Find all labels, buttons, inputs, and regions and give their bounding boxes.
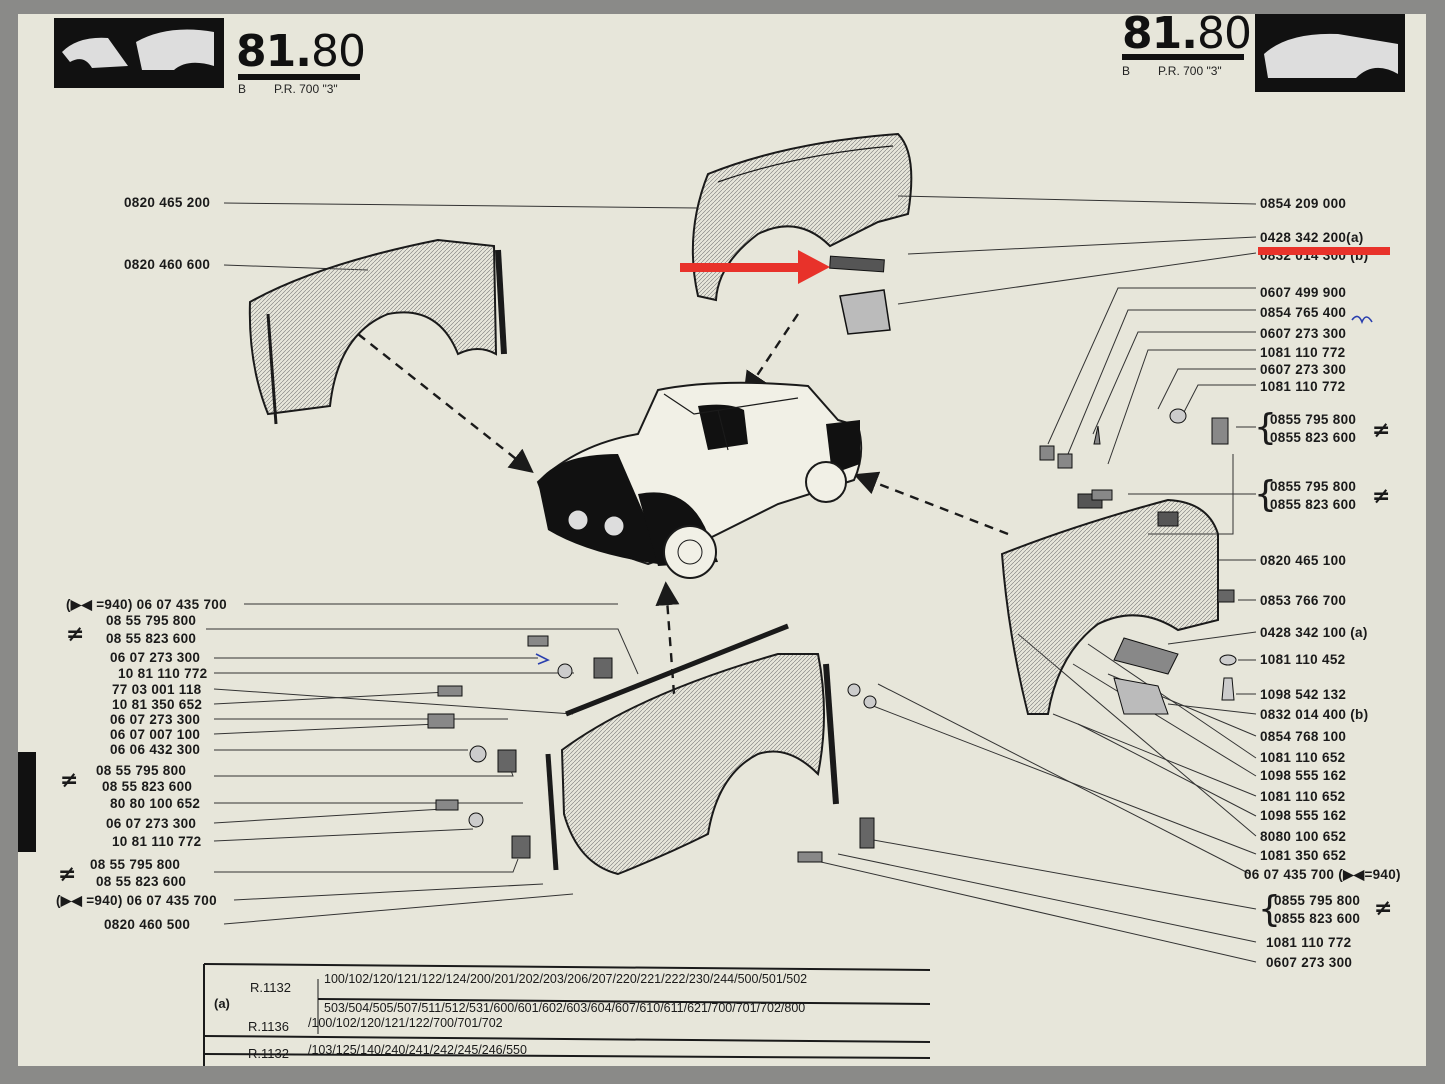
- red-arrow-head: [798, 250, 830, 284]
- part-label: 0428 342 100 (a): [1260, 625, 1368, 640]
- header-rule-left: [238, 74, 360, 80]
- red-arrow-shaft: [680, 263, 810, 272]
- part-label: 0607 273 300: [1260, 326, 1347, 341]
- car-drawing: [536, 381, 863, 579]
- part-label: 1081 110 772: [1266, 935, 1352, 950]
- part-label: 0820 460 500: [104, 917, 191, 932]
- header-model-left: P.R. 700 "3": [274, 82, 338, 96]
- part-label: 0820 465 200: [124, 195, 211, 210]
- part-label: 0853 766 700: [1260, 593, 1347, 608]
- table-variants: /103/125/140/240/241/242/245/246/550: [308, 1043, 527, 1057]
- part-label: 0855 795 800: [1270, 412, 1357, 427]
- part-label: 06 07 435 700 (▶◀=940): [1244, 867, 1401, 882]
- not-equal-symbol: ≠: [1374, 896, 1393, 921]
- part-label: 1098 542 132: [1260, 687, 1347, 702]
- part-label: 0820 465 100: [1260, 553, 1347, 568]
- table-variants: 503/504/505/507/511/512/531/600/601/602/…: [324, 1001, 806, 1015]
- part-label: 77 03 001 118: [112, 682, 202, 697]
- part-label: 0607 499 900: [1260, 285, 1347, 300]
- red-annotation: [680, 247, 1390, 284]
- table-note-a: (a): [214, 996, 230, 1011]
- part-label: 0855 795 800: [1270, 479, 1357, 494]
- part-label: 0428 342 200(a): [1260, 230, 1364, 245]
- part-label: 1098 555 162: [1260, 768, 1347, 783]
- part-label: 0820 460 600: [124, 257, 211, 272]
- part-label: 1081 110 652: [1260, 750, 1346, 765]
- table-model: R.1132: [250, 980, 291, 995]
- part-label: (▶◀ =940) 06 07 435 700: [56, 893, 217, 908]
- part-label: 1081 110 652: [1260, 789, 1346, 804]
- not-equal-symbol: ≠: [1372, 484, 1391, 509]
- part-label: (▶◀ =940) 06 07 435 700: [66, 597, 227, 612]
- table-model: R.1136: [248, 1019, 289, 1034]
- brace-symbol: {: [1254, 407, 1277, 448]
- left-wing-panel-drawing: [248, 238, 507, 425]
- part-label: 06 07 273 300: [110, 712, 201, 727]
- rear-wing-panel-drawing: [691, 132, 913, 335]
- brace-symbol: {: [1254, 474, 1277, 515]
- table-variants: 100/102/120/121/122/124/200/201/202/203/…: [324, 972, 808, 986]
- part-label: 06 06 432 300: [110, 742, 201, 757]
- part-label: 0855 795 800: [1274, 893, 1361, 908]
- part-label: 0854 765 400: [1260, 305, 1347, 320]
- part-label: 08 55 823 600: [106, 631, 197, 646]
- header-thumbnail-right: [1255, 14, 1405, 92]
- part-label: 0855 823 600: [1274, 911, 1361, 926]
- part-label: 06 07 273 300: [110, 650, 201, 665]
- part-label: 0832 014 400 (b): [1260, 707, 1369, 722]
- blue-handwritten-mark-2: [535, 653, 550, 665]
- not-equal-symbol: ≠: [1372, 418, 1391, 443]
- table-variants: /100/102/120/121/122/700/701/702: [308, 1016, 503, 1030]
- blue-handwritten-mark: [1351, 315, 1373, 325]
- page-number-left: 81.80: [236, 26, 366, 77]
- not-equal-symbol: ≠: [66, 622, 85, 647]
- part-label: 08 55 795 800: [90, 857, 181, 872]
- part-label: 1081 350 652: [1260, 848, 1347, 863]
- header-letter-right: B: [1122, 64, 1131, 78]
- part-label: 0607 273 300: [1266, 955, 1353, 970]
- part-label: 08 55 823 600: [96, 874, 187, 889]
- table-model: R.1132: [248, 1046, 289, 1061]
- left-front-wing-drawing: [427, 623, 877, 876]
- part-label: 8080 100 652: [1260, 829, 1347, 844]
- red-highlight-bar: [1258, 247, 1390, 255]
- part-label: 0854 209 000: [1260, 196, 1347, 211]
- part-label: 1098 555 162: [1260, 808, 1347, 823]
- part-label: 10 81 110 772: [118, 666, 208, 681]
- part-label: 0607 273 300: [1260, 362, 1347, 377]
- not-equal-symbol: ≠: [58, 862, 77, 887]
- page-edge-tab: [18, 752, 36, 852]
- part-label: 0855 823 600: [1270, 497, 1357, 512]
- table-lines: [203, 963, 931, 1066]
- part-label: 1081 110 452: [1260, 652, 1346, 667]
- catalog-page: 81.80 B P.R. 700 "3" 81.80 B P.R. 700 "3…: [18, 14, 1426, 1066]
- part-label: 80 80 100 652: [110, 796, 201, 811]
- part-label: 06 07 007 100: [110, 727, 201, 742]
- header-rule-right: [1122, 54, 1244, 60]
- right-front-wing-drawing: [1000, 408, 1237, 715]
- dashed-arrows: [357, 313, 1009, 695]
- leader-lines: [206, 195, 1257, 963]
- part-label: 10 81 110 772: [112, 834, 202, 849]
- not-equal-symbol: ≠: [60, 768, 79, 793]
- parts-diagram: [54, 14, 1405, 1066]
- part-label: 0855 823 600: [1270, 430, 1357, 445]
- part-label: 1081 110 772: [1260, 345, 1346, 360]
- part-label: 0854 768 100: [1260, 729, 1347, 744]
- header-letter-left: B: [238, 82, 247, 96]
- header-thumbnail-left: [54, 18, 224, 88]
- part-label: 1081 110 772: [1260, 379, 1346, 394]
- page-number-right: 81.80: [1122, 14, 1252, 59]
- part-label: 08 55 823 600: [102, 779, 193, 794]
- part-label: 08 55 795 800: [106, 613, 197, 628]
- part-label: 08 55 795 800: [96, 763, 187, 778]
- part-label: 10 81 350 652: [112, 697, 203, 712]
- part-label: 0832 014 300 (b): [1260, 248, 1369, 263]
- part-label: 06 07 273 300: [106, 816, 197, 831]
- brace-symbol: {: [1258, 889, 1281, 930]
- header-model-right: P.R. 700 "3": [1158, 64, 1222, 78]
